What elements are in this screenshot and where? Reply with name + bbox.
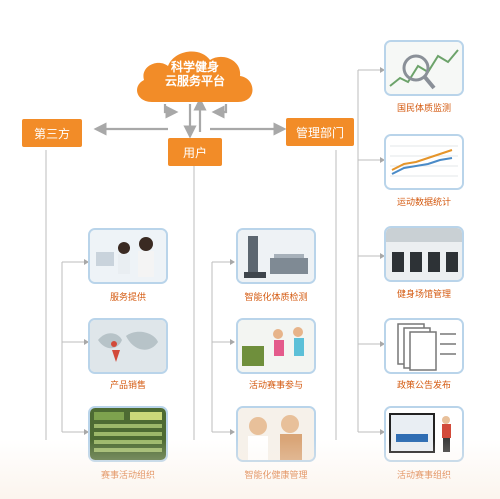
service-people-icon: [90, 230, 166, 282]
table-tennis-icon: [386, 408, 462, 460]
caption-physical-test: 智能化体质检测: [244, 293, 308, 303]
caption-national-monitor: 国民体质监测: [396, 104, 451, 114]
caption-event-mgmt: 活动赛事组织: [396, 471, 451, 481]
magnifier-chart-icon: [386, 42, 462, 94]
exercise-people-icon: [238, 320, 314, 372]
thumb-service[interactable]: [88, 228, 168, 284]
thumb-event-mgmt[interactable]: [384, 406, 464, 462]
caption-event-org: 赛事活动组织: [100, 471, 155, 481]
women-smiling-icon: [238, 408, 314, 460]
cloud-title-line2: 云服务平台: [164, 74, 225, 88]
caption-venue-mgmt: 健身场馆管理: [396, 290, 451, 300]
line-chart-icon: [386, 136, 462, 188]
caption-policy: 政策公告发布: [396, 381, 451, 391]
cloud-icon: [137, 51, 253, 102]
cloud-title-line1: 科学健身: [170, 60, 219, 74]
thumb-event-join[interactable]: [236, 318, 316, 374]
thumb-event-org[interactable]: [88, 406, 168, 462]
thumb-data-stats[interactable]: [384, 134, 464, 190]
thumb-sales[interactable]: [88, 318, 168, 374]
event-board-icon: [90, 408, 166, 460]
thumb-policy[interactable]: [384, 318, 464, 374]
thumb-physical-test[interactable]: [236, 228, 316, 284]
caption-sales: 产品销售: [109, 381, 146, 391]
third-party-label: 第三方: [33, 126, 70, 141]
caption-service: 服务提供: [109, 293, 146, 303]
thumb-venue-mgmt[interactable]: [384, 226, 464, 282]
caption-event-join: 活动赛事参与: [248, 381, 303, 391]
test-machine-icon: [238, 230, 314, 282]
documents-icon: [386, 320, 462, 372]
caption-health-mgmt: 智能化健康管理: [244, 471, 308, 481]
management-label: 管理部门: [295, 125, 344, 140]
world-map-icon: [90, 320, 166, 372]
user-label: 用户: [182, 145, 207, 160]
thumb-health-mgmt[interactable]: [236, 406, 316, 462]
management-node[interactable]: 管理部门: [286, 118, 354, 146]
caption-data-stats: 运动数据统计: [396, 198, 451, 208]
cloud-platform: 科学健身 云服务平台: [130, 46, 260, 106]
gym-equipment-icon: [386, 228, 462, 280]
user-node[interactable]: 用户: [168, 138, 222, 166]
thumb-national-monitor[interactable]: [384, 40, 464, 96]
third-party-node[interactable]: 第三方: [22, 119, 82, 147]
